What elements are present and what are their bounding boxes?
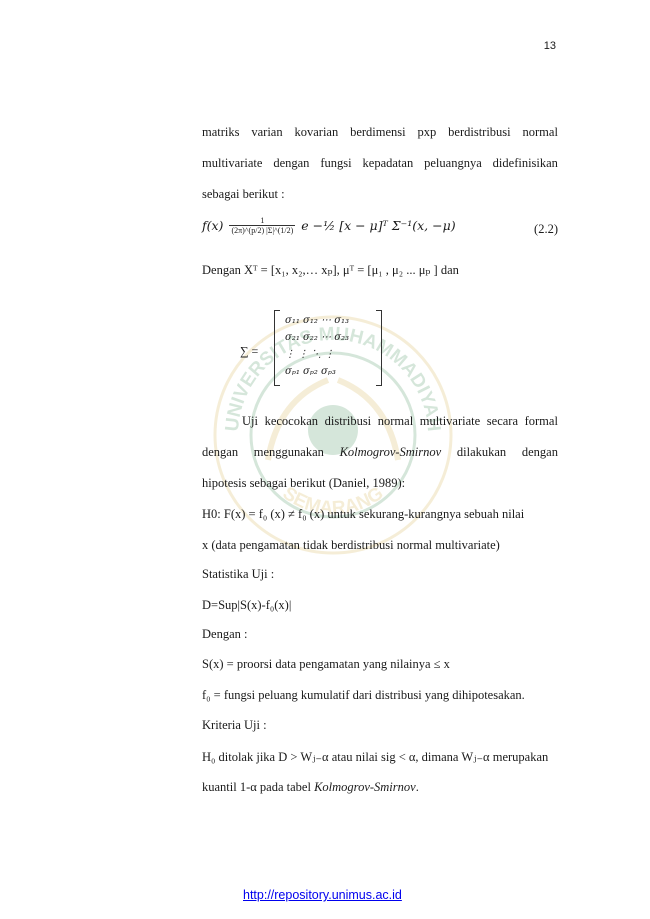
equation-fraction: 1 (2π)^(p/2) |Σ|^(1/2) xyxy=(229,216,296,235)
para2-line3: hipotesis sebagai berikut (Daniel, 1989)… xyxy=(202,476,406,490)
word: secara xyxy=(486,414,519,428)
word: pxp xyxy=(417,125,437,139)
university-seal-watermark: UNIVERSITAS MUHAMMADIYAH SEMARANG xyxy=(213,315,453,555)
matrix-row-4: σₚ₁ σₚ₂ σₚ₃ xyxy=(285,366,336,377)
para2-line1: Uji kecocokan distribusi normal multivariate… xyxy=(202,414,558,429)
para1-line2: multivariate dengan fungsi kepadatan peluang… xyxy=(202,156,558,171)
equation-body: e −½ [x − μ]ᵀ Σ⁻¹(x, −μ) xyxy=(301,218,456,233)
word: multivariate xyxy=(202,156,263,170)
covariance-matrix: σ₁₁ σ₁₂ ⋯ σ₁₃ σ₂₁ σ₂₂ ⋯ σ₂₃ ⋮ ⋮ ⋱ ⋮ σₚ₁ … xyxy=(274,310,382,386)
word: kepadatan xyxy=(362,156,414,170)
h0-hypothesis: H0: F(x) = f₀ (x) ≠ f₀ (x) untuk sekuran… xyxy=(202,507,525,521)
criteria-line2-italic: Kolmogrov-Smirnov xyxy=(314,780,416,794)
para1-line1: matriks varian kovarian berdimensi pxp berdis… xyxy=(202,125,558,140)
equation-lhs: f(x) xyxy=(202,218,224,233)
word: menggunakan xyxy=(253,445,324,459)
equation-number: (2.2) xyxy=(534,222,558,236)
equation-fraction-denominator: (2π)^(p/2) |Σ|^(1/2) xyxy=(231,226,294,235)
dengan-label: Dengan : xyxy=(202,627,248,641)
repository-link[interactable]: http://repository.unimus.ac.id xyxy=(243,888,402,902)
statistic-title: Statistika Uji : xyxy=(202,567,275,581)
word: dengan xyxy=(521,445,558,459)
criteria-line2-text: kuantil 1-α pada tabel xyxy=(202,780,315,794)
word: kecocokan xyxy=(264,414,319,428)
word: didefinisikan xyxy=(492,156,558,170)
criteria-line1: H₀ ditolak jika D > Wⱼ₋α atau nilai sig … xyxy=(202,750,549,764)
word: peluangnya xyxy=(424,156,482,170)
word: dengan xyxy=(273,156,310,170)
matrix-row-1: σ₁₁ σ₁₂ ⋯ σ₁₃ xyxy=(285,315,350,326)
word: normal xyxy=(377,414,414,428)
word: formal xyxy=(524,414,558,428)
word: distribusi xyxy=(324,414,372,428)
word: dilakukan xyxy=(456,445,507,459)
word: berdimensi xyxy=(350,125,406,139)
word: dengan xyxy=(202,445,239,459)
equation-fraction-numerator: 1 xyxy=(229,216,296,226)
h0-hypothesis-continued: x (data pengamatan tidak berdistribusi n… xyxy=(202,538,500,552)
para1-line3: sebagai berikut : xyxy=(202,187,285,201)
matrix-row-2: σ₂₁ σ₂₂ ⋯ σ₂₃ xyxy=(285,332,350,343)
criteria-line2-end: . xyxy=(415,780,419,794)
criteria-line2: kuantil 1-α pada tabel Kolmogrov-Smirnov… xyxy=(202,780,419,795)
word: varian xyxy=(251,125,283,139)
matrix-label: ∑ = xyxy=(240,344,259,358)
word: Kolmogrov-Smirnov xyxy=(339,445,442,459)
para2-line2: dengan menggunakan Kolmogrov-Smirnov dilaku… xyxy=(202,445,558,460)
dengan-definition-line: Dengan Xᵀ = [x₁, x₂,… xₚ], μᵀ = [μ₁ , μ₂… xyxy=(202,263,459,277)
equation-2-2: f(x) 1 (2π)^(p/2) |Σ|^(1/2) e −½ [x − μ]… xyxy=(202,216,456,235)
word: multivariate xyxy=(419,414,481,428)
page-number: 13 xyxy=(543,40,556,52)
word: Uji xyxy=(242,414,258,428)
word: berdistribusi xyxy=(448,125,511,139)
word: kovarian xyxy=(294,125,339,139)
word: matriks xyxy=(202,125,240,139)
word: fungsi xyxy=(320,156,352,170)
matrix-row-3: ⋮ ⋮ ⋱ ⋮ xyxy=(285,349,335,360)
statistic-formula: D=Sup|S(x)-f₀(x)| xyxy=(202,598,292,612)
sx-definition: S(x) = proorsi data pengamatan yang nila… xyxy=(202,657,450,671)
f0-definition: f₀ = fungsi peluang kumulatif dari distr… xyxy=(202,688,525,702)
word: normal xyxy=(522,125,558,139)
criteria-title: Kriteria Uji : xyxy=(202,718,267,732)
